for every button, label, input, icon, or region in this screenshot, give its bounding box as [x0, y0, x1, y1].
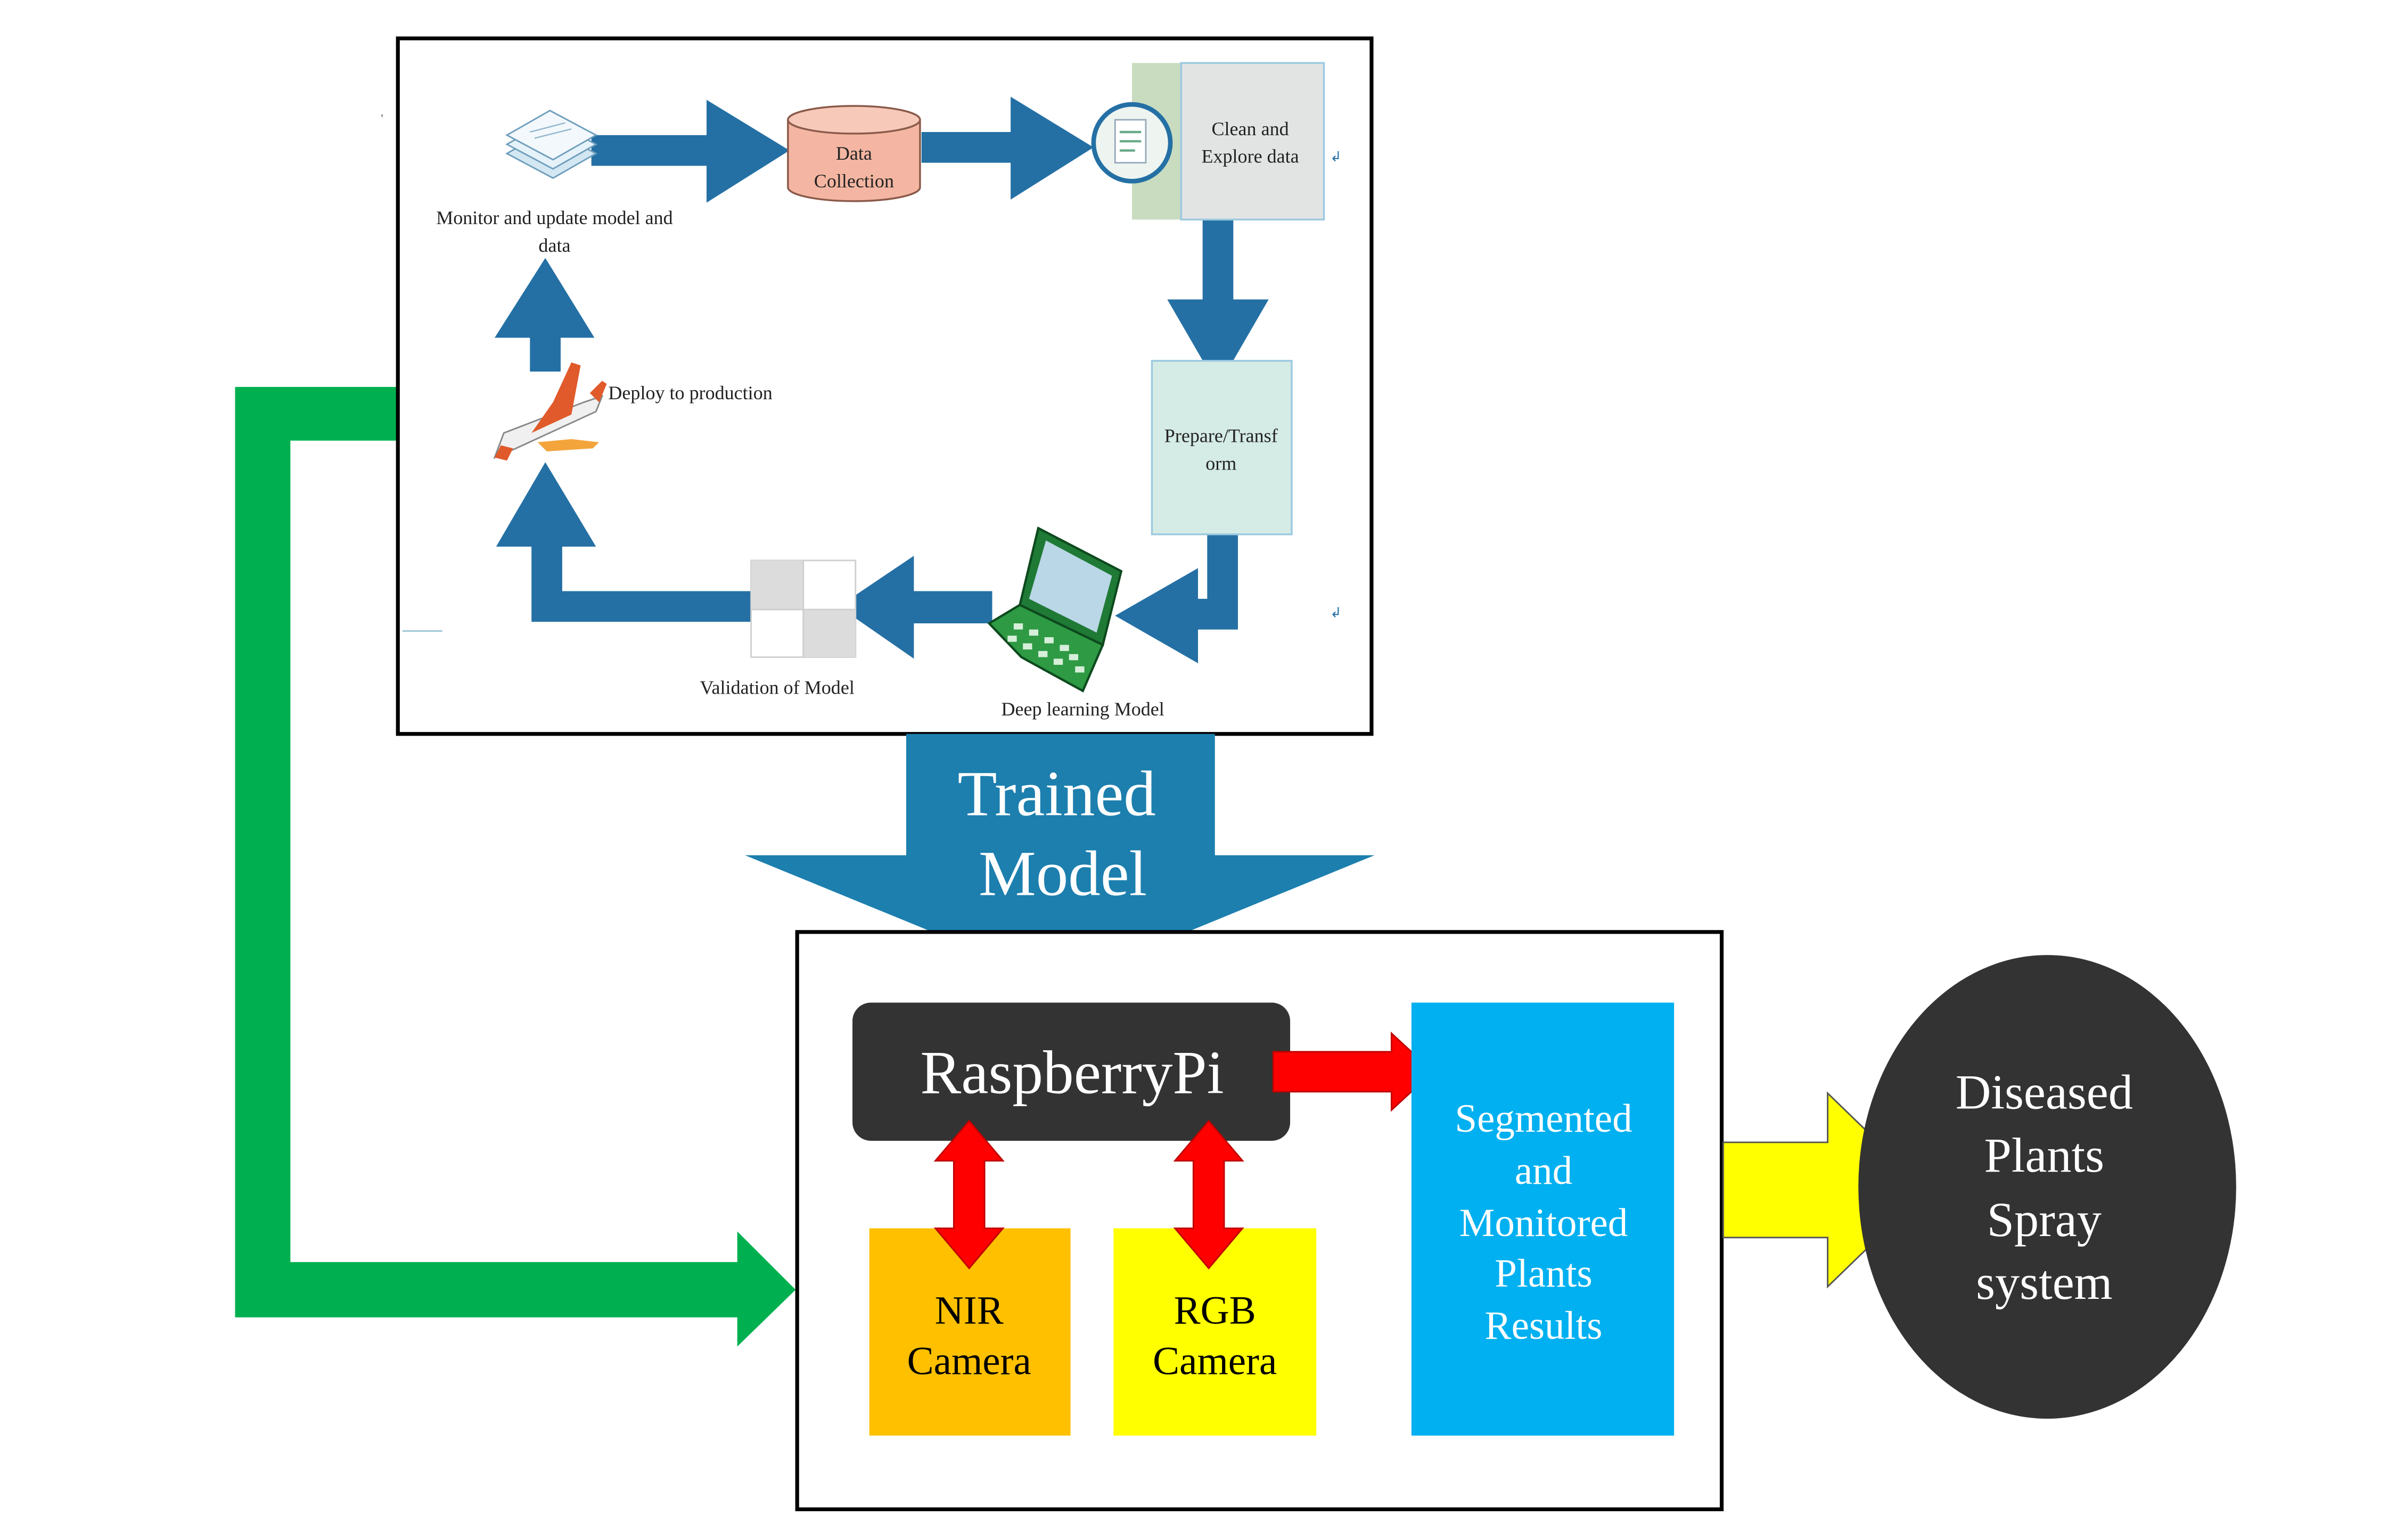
results-label: Segmented — [1455, 1097, 1632, 1141]
rgb-camera-box — [1113, 1228, 1317, 1436]
data-collection-label-line2: Collection — [814, 170, 894, 192]
laptop-icon — [987, 526, 1123, 693]
stray-mark: ' — [381, 112, 383, 126]
spray-system-label-line4: system — [1976, 1255, 2112, 1310]
prepare-label: Prepare/Transf — [1164, 425, 1278, 447]
monitor-label-line2: data — [538, 235, 570, 256]
stray-mark: ↲ — [1330, 605, 1342, 621]
results-label-line5: Results — [1485, 1304, 1603, 1348]
raspberry-pi-label: RaspberryPi — [920, 1039, 1224, 1107]
clipboard-icon — [1091, 102, 1173, 184]
spray-system-label-line3: Spray — [1987, 1192, 2102, 1247]
rgb-link-arrow — [1173, 1119, 1244, 1270]
pipeline-arrows — [494, 96, 1269, 664]
trained-model-arrow — [745, 734, 1375, 984]
results-label-line4: Plants — [1495, 1251, 1592, 1296]
database-cylinder — [787, 105, 921, 202]
trained-model-label: Trained — [957, 759, 1155, 830]
nir-link-arrow — [933, 1119, 1005, 1270]
feedback-arrow — [235, 386, 796, 1347]
deep-learning-label: Deep learning Model — [1002, 698, 1164, 720]
documents-icon — [505, 110, 598, 179]
spray-system-label-line2: Plants — [1984, 1128, 2104, 1182]
validation-grid-icon — [750, 559, 857, 658]
stray-mark: ↲ — [1330, 149, 1342, 164]
trained-model-label-line2: Model — [979, 838, 1147, 910]
prepare-label-line2: orm — [1205, 453, 1236, 474]
spray-system-label: Diseased — [1956, 1065, 2133, 1119]
monitor-label: Monitor and update model and — [436, 207, 672, 228]
raspberry-pi-box — [852, 1002, 1291, 1141]
rgb-camera-label-line2: Camera — [1153, 1339, 1277, 1383]
validation-label: Validation of Model — [700, 677, 855, 698]
nir-camera-label: NIR — [935, 1288, 1004, 1332]
results-box — [1411, 1002, 1675, 1436]
airplane-icon — [493, 362, 607, 461]
results-label-line2: and — [1515, 1149, 1572, 1193]
clean-explore-label-line2: Explore data — [1201, 146, 1299, 167]
clean-explore-label: Clean and — [1211, 118, 1289, 139]
rgb-camera-label: RGB — [1174, 1288, 1256, 1332]
clean-explore-box — [1091, 62, 1325, 221]
prepare-box — [1151, 360, 1293, 536]
spray-system-node — [1858, 955, 2236, 1419]
deploy-label: Deploy to production — [608, 382, 772, 403]
nir-camera-label-line2: Camera — [907, 1339, 1031, 1383]
data-collection-label: Data — [836, 143, 872, 164]
results-label-line3: Monitored — [1459, 1201, 1628, 1245]
